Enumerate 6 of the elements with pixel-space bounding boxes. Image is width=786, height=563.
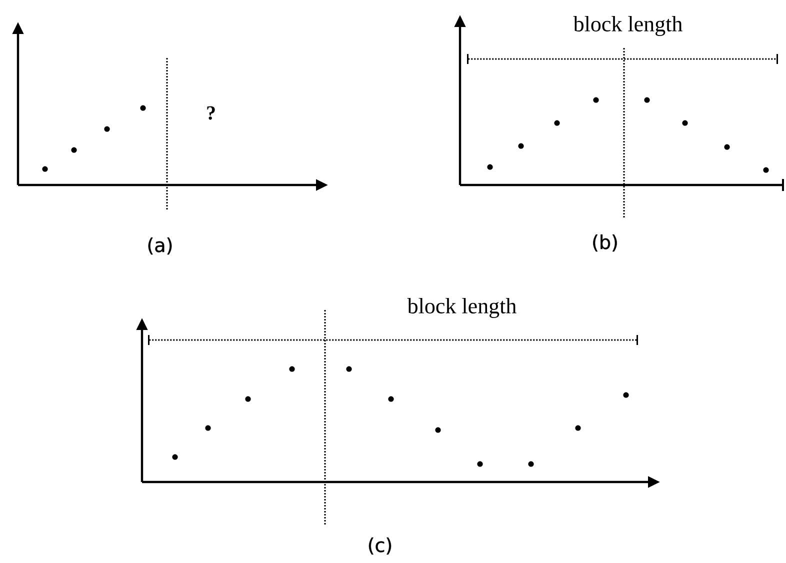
panel-label: (c) <box>369 538 391 554</box>
dimension-label: block length <box>573 16 682 36</box>
panel-label: (b) <box>593 234 617 252</box>
dimension-label: block length <box>407 298 516 318</box>
panel-label: (a) <box>148 238 172 254</box>
question-mark: ? <box>207 106 215 120</box>
